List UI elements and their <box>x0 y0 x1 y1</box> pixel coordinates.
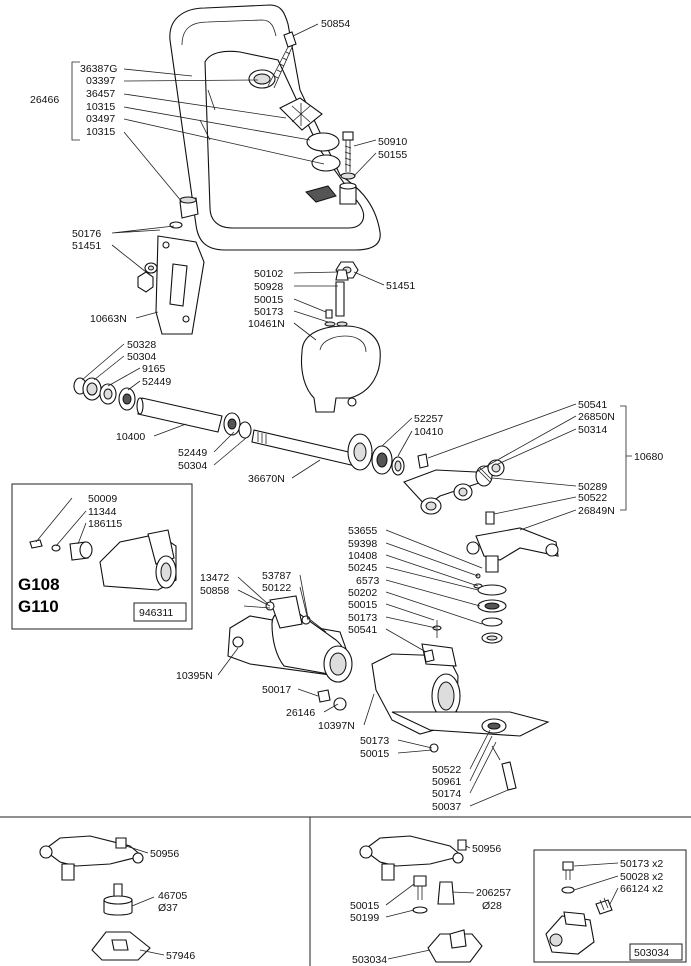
label-10315-b: 10315 <box>86 126 115 138</box>
label-03497: 03497 <box>86 113 115 125</box>
label-d37: Ø37 <box>158 902 178 914</box>
label-50245: 50245 <box>348 562 377 574</box>
housing-10397n <box>317 620 550 791</box>
rubber-mount <box>169 196 199 229</box>
label-50173-x2: 50173 x2 <box>620 858 663 870</box>
label-d28: Ø28 <box>482 900 502 912</box>
shaft-assembly <box>73 377 405 476</box>
label-59398: 59398 <box>348 538 377 550</box>
label-26466: 26466 <box>30 94 59 106</box>
label-50176: 50176 <box>72 228 101 240</box>
clamp-10461n <box>300 269 381 413</box>
label-53787: 53787 <box>262 570 291 582</box>
inset-g108-g110: G108 G110 946311 <box>11 483 193 630</box>
label-50015-c: 50015 <box>360 748 389 760</box>
bearing-stack <box>473 583 507 644</box>
label-50017: 50017 <box>262 684 291 696</box>
label-26850n: 26850N <box>578 411 615 423</box>
label-50173-a: 50173 <box>254 306 283 318</box>
bolt-50910 <box>339 131 357 205</box>
callout-labels: 50854 36387G 03397 36457 10315 03497 103… <box>30 18 663 966</box>
label-50910: 50910 <box>378 136 407 148</box>
label-50328: 50328 <box>127 339 156 351</box>
label-50854: 50854 <box>321 18 350 30</box>
label-206257: 206257 <box>476 887 511 899</box>
label-36457: 36457 <box>86 88 115 100</box>
label-10408: 10408 <box>348 550 377 562</box>
inset-503034: 503034 <box>533 849 687 963</box>
label-52257: 52257 <box>414 413 443 425</box>
label-50102: 50102 <box>254 268 283 280</box>
label-10400: 10400 <box>116 431 145 443</box>
bracket-10663n <box>137 235 205 335</box>
label-50155: 50155 <box>378 149 407 161</box>
label-50015-d: 50015 <box>350 900 379 912</box>
label-52449-b: 52449 <box>178 447 207 459</box>
label-10663n: 10663N <box>90 313 127 325</box>
label-50956-b: 50956 <box>472 843 501 855</box>
label-50122: 50122 <box>262 582 291 594</box>
label-186115: 186115 <box>88 518 122 530</box>
tiller-arm-26850n <box>403 453 505 515</box>
inset-model-b: G110 <box>18 597 59 616</box>
label-50199: 50199 <box>350 912 379 924</box>
label-50956-a: 50956 <box>150 848 179 860</box>
label-503034-a: 503034 <box>352 954 387 966</box>
label-50304-b: 50304 <box>178 460 207 472</box>
engine-cover <box>169 4 381 251</box>
label-53655: 53655 <box>348 525 377 537</box>
label-26849n: 26849N <box>578 505 615 517</box>
leader-lines <box>35 23 632 960</box>
bottom-middle-assembly <box>359 835 483 963</box>
label-10680: 10680 <box>634 451 663 463</box>
label-52449-a: 52449 <box>142 376 171 388</box>
label-13472: 13472 <box>200 572 229 584</box>
label-50961: 50961 <box>432 776 461 788</box>
label-50858: 50858 <box>200 585 229 597</box>
label-51451-a: 51451 <box>72 240 101 252</box>
label-50028-x2: 50028 x2 <box>620 871 663 883</box>
label-03397: 03397 <box>86 75 115 87</box>
label-50174: 50174 <box>432 788 461 800</box>
label-50202: 50202 <box>348 587 377 599</box>
label-26146: 26146 <box>286 707 315 719</box>
label-50173-c: 50173 <box>360 735 389 747</box>
inset-503034-ref: 503034 <box>634 947 669 959</box>
label-9165: 9165 <box>142 363 166 375</box>
label-10397n: 10397N <box>318 720 355 732</box>
label-50015-b: 50015 <box>348 599 377 611</box>
label-50009: 50009 <box>88 493 117 505</box>
label-10315-a: 10315 <box>86 101 115 113</box>
label-50304-a: 50304 <box>127 351 156 363</box>
label-50541-b: 50541 <box>348 624 377 636</box>
steering-arm-26849n <box>466 511 559 579</box>
label-36670n: 36670N <box>248 473 285 485</box>
label-50522-b: 50522 <box>432 764 461 776</box>
label-50173-b: 50173 <box>348 612 377 624</box>
label-50015-a: 50015 <box>254 294 283 306</box>
label-50928: 50928 <box>254 281 283 293</box>
bottom-left-assembly <box>39 835 151 961</box>
label-50289: 50289 <box>578 481 607 493</box>
label-10395n: 10395N <box>176 670 213 682</box>
inset-ref-number: 946311 <box>139 607 173 619</box>
label-66124-x2: 66124 x2 <box>620 883 663 895</box>
label-46705: 46705 <box>158 890 187 902</box>
label-6573: 6573 <box>356 575 380 587</box>
label-51451-b: 51451 <box>386 280 415 292</box>
label-57946: 57946 <box>166 950 195 962</box>
label-10410: 10410 <box>414 426 443 438</box>
label-10461n: 10461N <box>248 318 285 330</box>
label-11344: 11344 <box>88 506 117 518</box>
housing-10395n <box>227 595 353 683</box>
label-50522-a: 50522 <box>578 492 607 504</box>
bottom-panels <box>0 816 691 966</box>
inset-model-a: G108 <box>18 575 60 594</box>
label-50314: 50314 <box>578 424 607 436</box>
label-50541-a: 50541 <box>578 399 607 411</box>
label-36387g: 36387G <box>80 63 117 75</box>
label-50037: 50037 <box>432 801 461 813</box>
